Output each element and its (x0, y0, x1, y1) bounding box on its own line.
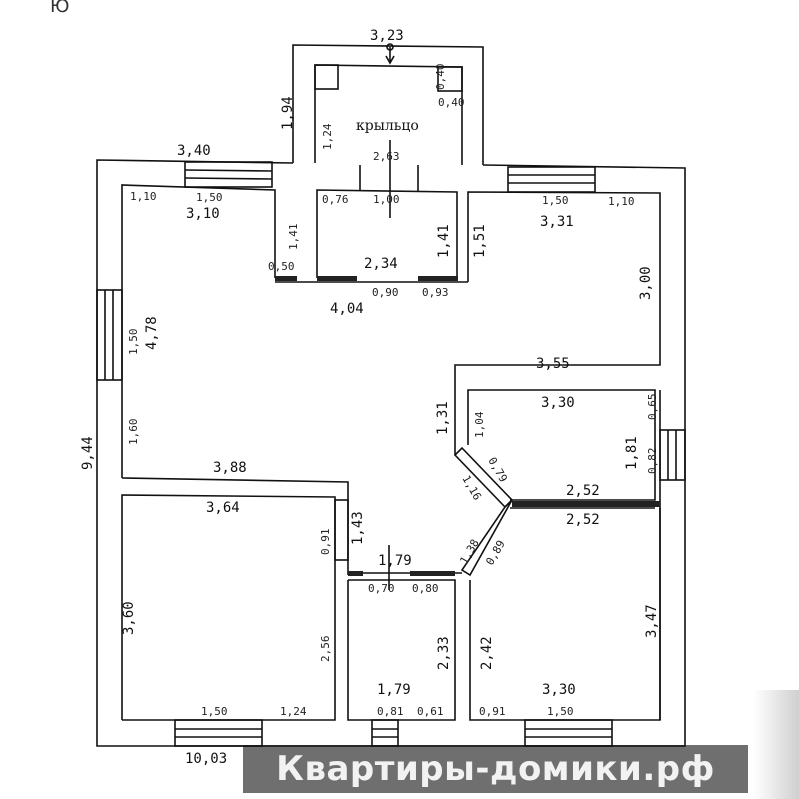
dim: 1,16 (459, 473, 484, 502)
dim: 2,63 (373, 150, 400, 163)
dim: 3,00 (638, 266, 654, 300)
window-bottom-mid (371, 719, 399, 747)
dim: 1,50 (127, 329, 140, 356)
hatched-partitions (275, 276, 660, 576)
window-left (96, 289, 123, 381)
porch-label: крыльцо (356, 118, 419, 134)
porch-corner-right (437, 66, 463, 92)
edge-shadow (754, 690, 799, 799)
room3-wall (467, 389, 656, 501)
room5-wall (121, 494, 336, 721)
dim: 0,76 (322, 193, 349, 206)
corner-text: Ю (50, 0, 70, 17)
dim: 0,40 (434, 64, 447, 91)
dim: 2,34 (364, 256, 398, 272)
window-bottom-right (524, 719, 613, 747)
dim: 3,10 (186, 206, 220, 222)
dim: 0,79 (485, 455, 510, 484)
entrance-arrow (385, 43, 395, 65)
dim: 1,50 (196, 191, 223, 204)
dim: 4,78 (144, 316, 160, 350)
dim: 1,50 (542, 194, 569, 207)
dim: 0,89 (483, 538, 508, 567)
dim-total-width: 10,03 (185, 751, 227, 767)
dim: 0,70 (368, 582, 395, 595)
dim: 1,00 (373, 193, 400, 206)
dim: 1,10 (608, 195, 635, 208)
dim: 2,52 (566, 483, 600, 499)
watermark-banner: Квартиры-домики.рф (243, 745, 748, 793)
dim: 1,04 (473, 411, 486, 438)
partition (317, 276, 357, 281)
outer-wall (96, 159, 686, 747)
dim: 2,42 (479, 636, 495, 670)
dim: 2,56 (319, 636, 332, 663)
dim: 0,91 (319, 529, 332, 556)
dim: 1,50 (547, 705, 574, 718)
partition (348, 571, 363, 576)
dim: 1,31 (435, 401, 451, 435)
partition (418, 276, 458, 281)
dim: 1,94 (280, 96, 296, 130)
dim: 3,60 (121, 601, 137, 635)
dimension-labels: 3,23 1,94 1,24 0,40 0,40 крыльцо 2,63 3,… (80, 28, 660, 767)
window-right (659, 429, 686, 481)
dim: 2,52 (566, 512, 600, 528)
dim: 3,88 (213, 460, 247, 476)
dim: 0,93 (422, 286, 449, 299)
dim: 1,51 (472, 224, 488, 258)
dim: 3,30 (542, 682, 576, 698)
window-top-left (184, 161, 273, 188)
dim: 1,41 (287, 224, 300, 251)
window-bottom-left (174, 719, 263, 747)
bath-wall (347, 579, 456, 721)
door-opening (334, 499, 349, 561)
dim: 1,81 (624, 436, 640, 470)
dim: 3,23 (370, 28, 404, 44)
dim: 1,41 (436, 224, 452, 258)
diagonal-door-lower (460, 499, 513, 577)
porch-inner-wall (314, 64, 463, 165)
porch-corner-left (314, 64, 339, 90)
room2-wall (454, 191, 661, 455)
window-top-right (507, 166, 596, 193)
dim: 0,82 (646, 448, 659, 475)
dim: 3,31 (540, 214, 574, 230)
porch-outer-wall (292, 44, 484, 165)
dim: 1,24 (280, 705, 307, 718)
dim: 2,33 (436, 636, 452, 670)
dim: 1,50 (201, 705, 228, 718)
dim: 1,60 (127, 419, 140, 446)
dim: 0,40 (438, 96, 465, 109)
partition (410, 571, 455, 576)
dim: 0,81 (377, 705, 404, 718)
dim: 0,90 (372, 286, 399, 299)
center-room-wall (316, 189, 458, 278)
dim: 1,79 (378, 553, 412, 569)
dim: 0,65 (646, 394, 659, 421)
partition (275, 276, 297, 281)
dim: 3,55 (536, 356, 570, 372)
dim: 1,79 (377, 682, 411, 698)
windows (96, 161, 686, 747)
partition (512, 501, 660, 507)
dim: 3,47 (644, 604, 660, 638)
dim: 9,44 (80, 436, 96, 470)
dim: 1,10 (130, 190, 157, 203)
dim: 0,50 (268, 260, 295, 273)
dim: 1,24 (321, 123, 334, 150)
dim: 4,04 (330, 301, 364, 317)
dim: 3,64 (206, 500, 240, 516)
dim: 1,38 (457, 537, 482, 566)
dim: 0,61 (417, 705, 444, 718)
dim: 3,40 (177, 143, 211, 159)
dim: 1,43 (350, 511, 366, 545)
dim: 3,30 (541, 395, 575, 411)
dim: 0,91 (479, 705, 506, 718)
dim: 0,80 (412, 582, 439, 595)
living-bottom-wall (121, 477, 349, 575)
